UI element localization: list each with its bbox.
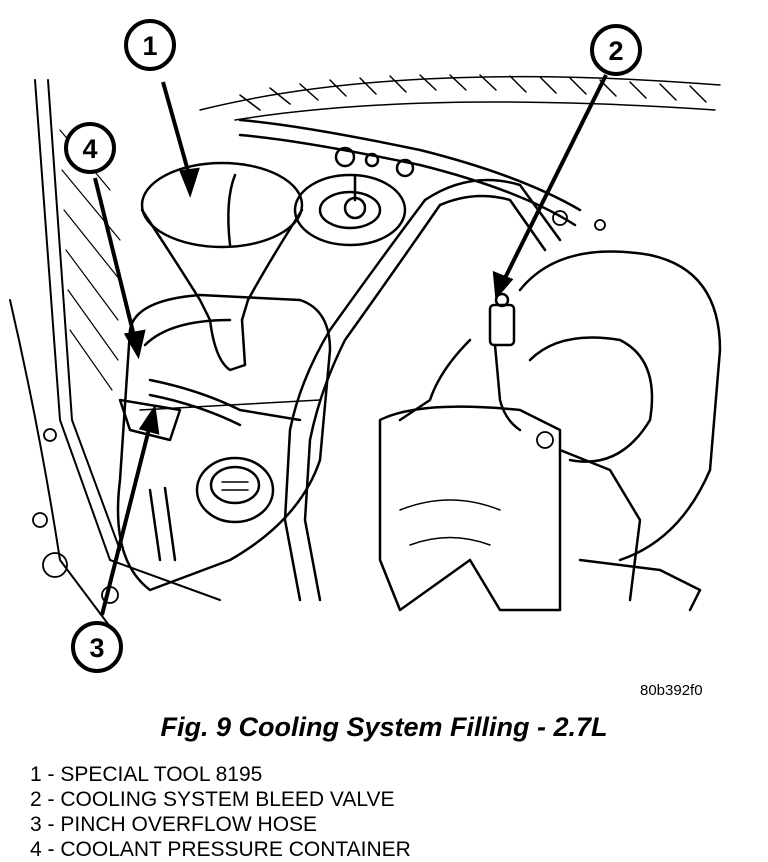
legend-item-1: 1 - SPECIAL TOOL 8195 — [30, 762, 411, 787]
engine-bay-illustration: 1 2 3 4 — [9, 19, 722, 673]
legend-list: 1 - SPECIAL TOOL 8195 2 - COOLING SYSTEM… — [30, 762, 411, 862]
leader-line-4 — [93, 177, 137, 341]
strut-tower — [293, 146, 415, 247]
coolant-container — [116, 293, 332, 592]
legend-number: 4 — [30, 838, 42, 861]
legend-item-3: 3 - PINCH OVERFLOW HOSE — [30, 812, 411, 837]
pressure-cap — [195, 456, 275, 524]
legend-separator: - — [41, 838, 61, 861]
arrowhead-3 — [138, 404, 160, 435]
svg-text:1: 1 — [142, 31, 157, 61]
arrowhead-2 — [492, 270, 514, 300]
legend-number: 2 — [30, 788, 42, 811]
legend-text: PINCH OVERFLOW HOSE — [60, 813, 318, 836]
callout-3: 3 — [71, 621, 123, 673]
legend-separator: - — [41, 813, 61, 836]
heater-hose — [283, 178, 562, 602]
hardware — [32, 210, 606, 604]
hood-outline — [199, 74, 721, 121]
legend-text: SPECIAL TOOL 8195 — [60, 763, 263, 786]
engine-block — [378, 250, 722, 612]
legend-item-4: 4 - COOLANT PRESSURE CONTAINER — [30, 837, 411, 862]
callout-2: 2 — [590, 24, 642, 76]
legend-number: 1 — [30, 763, 42, 786]
overflow-hose — [118, 378, 302, 562]
figure-code: 80b392f0 — [640, 682, 703, 699]
callout-4: 4 — [64, 122, 116, 174]
legend-separator: - — [41, 763, 61, 786]
bleed-valve — [398, 292, 522, 432]
svg-text:3: 3 — [89, 633, 104, 663]
legend-item-2: 2 - COOLING SYSTEM BLEED VALVE — [30, 787, 411, 812]
svg-text:4: 4 — [82, 134, 97, 164]
leader-line-2 — [501, 74, 608, 283]
legend-text: COOLANT PRESSURE CONTAINER — [60, 838, 411, 861]
arrowhead-4 — [123, 329, 146, 360]
legend-number: 3 — [30, 813, 42, 836]
callout-1: 1 — [124, 19, 176, 71]
leader-line-1 — [161, 81, 192, 179]
svg-text:2: 2 — [608, 36, 623, 66]
legend-separator: - — [41, 788, 61, 811]
figure-caption: Fig. 9 Cooling System Filling - 2.7L — [160, 712, 608, 742]
upper-hose — [238, 118, 582, 227]
arrowhead-1 — [179, 167, 200, 198]
leader-line-3 — [100, 424, 152, 616]
legend-text: COOLING SYSTEM BLEED VALVE — [60, 788, 395, 811]
funnel-tool — [140, 161, 304, 372]
